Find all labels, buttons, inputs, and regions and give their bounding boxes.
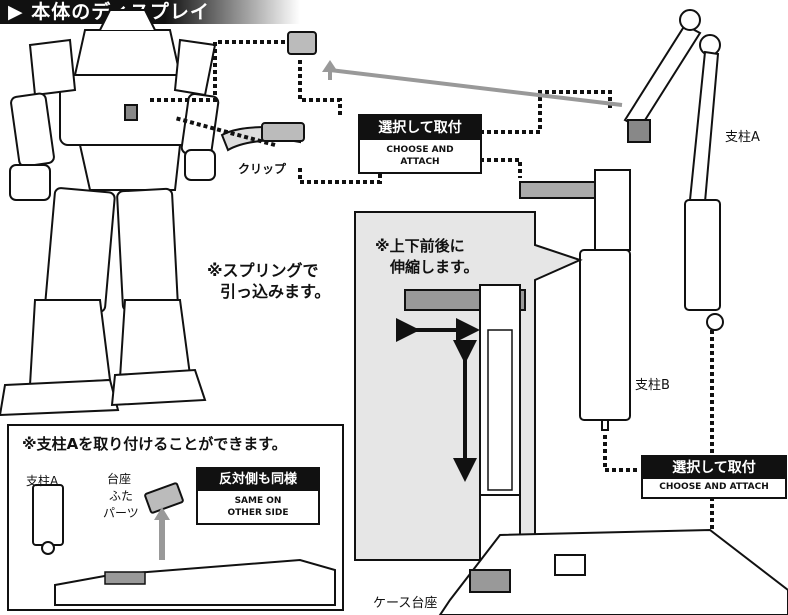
robot-figure bbox=[0, 9, 220, 417]
choose-box-1-sub-line1: CHOOSE AND bbox=[386, 145, 454, 155]
same-side-box: 反対側も同様 SAME ON OTHER SIDE bbox=[196, 467, 320, 525]
pillar-a-small-label: 支柱A bbox=[26, 474, 59, 488]
pillar-a-figure bbox=[623, 9, 724, 331]
spring-note-line1: ※スプリングで bbox=[207, 261, 319, 280]
same-side-sub-line2: OTHER SIDE bbox=[227, 508, 289, 518]
base-cover-line1: 台座 bbox=[107, 472, 132, 486]
pillar-a-label: 支柱A bbox=[725, 130, 760, 145]
grey-arrow-line bbox=[328, 67, 623, 107]
spring-note-line2: 引っ込みます。 bbox=[220, 282, 331, 301]
choose-box-2-sub: CHOOSE AND ATTACH bbox=[659, 482, 769, 492]
clip-part bbox=[220, 122, 305, 152]
same-side-title: 反対側も同様 bbox=[198, 469, 318, 491]
case-base-figure bbox=[438, 528, 788, 615]
pillar-b-figure bbox=[519, 169, 631, 431]
choose-attach-box-1: 選択して取付 CHOOSE AND ATTACH bbox=[358, 114, 482, 174]
clip-label: クリップ bbox=[238, 162, 287, 176]
attach-note: ※支柱Aを取り付けることができます。 bbox=[22, 435, 287, 453]
choose-box-1-sub-line2: ATTACH bbox=[400, 157, 440, 167]
choose-box-2-title: 選択して取付 bbox=[643, 457, 785, 479]
pillar-b-label: 支柱B bbox=[635, 378, 670, 393]
choose-box-1-title: 選択して取付 bbox=[360, 116, 480, 140]
case-base-label: ケース台座 bbox=[373, 596, 438, 611]
extension-callout bbox=[354, 211, 583, 561]
base-cover-line3: パーツ bbox=[103, 506, 139, 520]
extension-note-line1: ※上下前後に bbox=[375, 237, 465, 255]
grey-arrowhead bbox=[322, 60, 338, 72]
base-cover-line2: ふた bbox=[109, 489, 134, 503]
same-side-sub-line1: SAME ON bbox=[234, 496, 282, 506]
choose-attach-box-2: 選択して取付 CHOOSE AND ATTACH bbox=[641, 455, 787, 499]
connector-part bbox=[287, 31, 317, 55]
extension-note-line2: 伸縮します。 bbox=[390, 258, 479, 276]
